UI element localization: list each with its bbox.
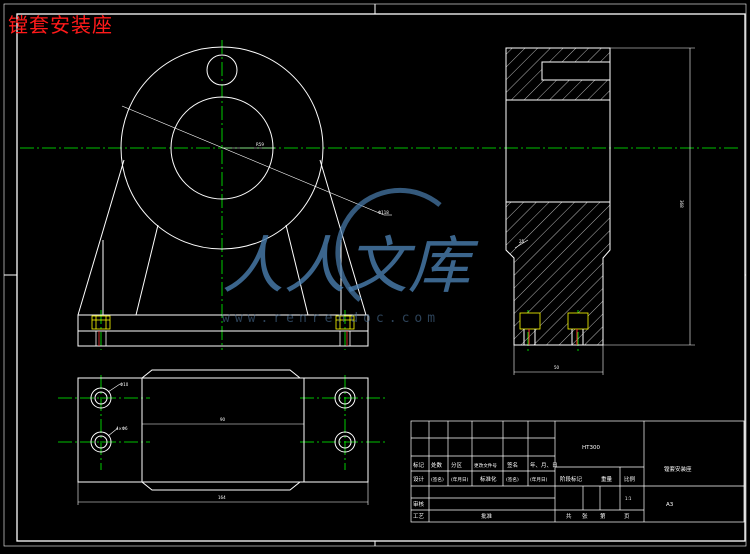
part-name-label: 镗套安装座	[664, 465, 692, 473]
standardize-date: (年月日)	[530, 476, 548, 483]
bore-dim-label: R59	[256, 142, 264, 147]
slot-dim-label: Φ10	[120, 382, 129, 387]
base-width-label: 164	[218, 495, 226, 500]
material-label: HT300	[582, 445, 600, 451]
row-label-count: 处数	[431, 461, 443, 469]
side-view	[505, 47, 611, 346]
outer-dim-label: Φ118	[378, 210, 389, 215]
design-date: (年月日)	[451, 476, 469, 483]
side-width-label: 50	[554, 365, 560, 370]
top-dimensions	[77, 383, 369, 505]
row-label-date: 年、月、日	[530, 461, 558, 469]
design-sign: (签名)	[431, 476, 444, 483]
scale-value-label: 1:1	[625, 496, 632, 501]
review-label: 审核	[413, 500, 425, 508]
sheet-footer-page: 页	[624, 513, 630, 520]
sheet-footer-sheets: 张	[582, 512, 588, 520]
row-label-change-doc: 更改文件号	[474, 462, 497, 469]
watermark-brand: 人人文库	[222, 229, 479, 302]
stage-header-mark: 阶段标记	[560, 475, 583, 483]
sheet-size-label: A3	[666, 502, 674, 508]
small-hole-label: 4×Φ6	[116, 426, 128, 431]
standardize-label: 标准化	[480, 475, 497, 483]
bolt-left-front	[91, 315, 111, 346]
top-view	[77, 369, 369, 491]
approve-label: 批准	[481, 512, 493, 520]
hole-spacing-label: 90	[220, 417, 226, 422]
front-view	[77, 46, 369, 347]
design-label: 设计	[413, 475, 425, 483]
drawing-frame	[3, 3, 747, 547]
watermark-logo: 人人文库	[222, 187, 479, 302]
watermark-url: www.renrendoc.com	[222, 311, 441, 326]
sheet-footer-number: 第	[600, 512, 606, 520]
title-block	[410, 420, 745, 523]
stage-header-scale: 比例	[624, 475, 636, 483]
row-label-sign: 签名	[507, 461, 518, 469]
title-block-text: HT300 镗套安装座 A3 1:1 标记 处数 分区 更改文件号 签名 年、月…	[413, 445, 692, 520]
side-height-label: 368	[679, 200, 684, 208]
row-label-mark: 标记	[413, 461, 425, 469]
standardize-sign: (签名)	[506, 476, 519, 483]
stage-header-weight: 重量	[601, 475, 613, 483]
drawing-title: 镗套安装座	[8, 13, 113, 37]
chamfer-label: 25	[519, 239, 525, 244]
sheet-footer-total: 共	[566, 512, 572, 520]
side-dimensions	[513, 47, 695, 375]
front-dimensions	[121, 105, 392, 216]
process-label: 工艺	[413, 513, 425, 520]
bolt-right-front	[335, 315, 355, 346]
row-label-zone: 分区	[451, 461, 463, 469]
